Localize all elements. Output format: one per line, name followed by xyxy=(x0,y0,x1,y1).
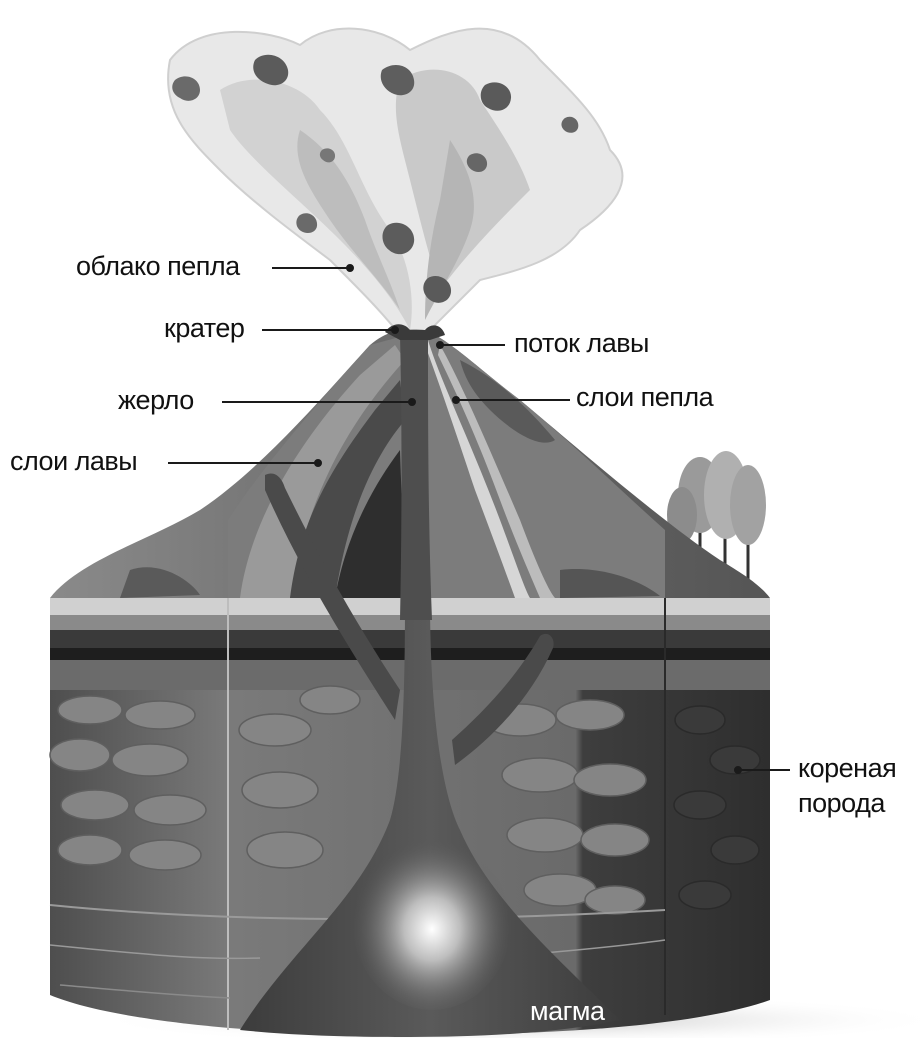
ash-cloud-label: облако пепла xyxy=(76,253,240,280)
magma-label: магма xyxy=(530,998,605,1025)
lava-flow-label: поток лавы xyxy=(514,330,649,357)
crater-label: кратер xyxy=(164,315,244,342)
ash-layers-label: слои пепла xyxy=(576,384,713,411)
lava-layers-label: слои лавы xyxy=(10,448,137,475)
ash-cloud-shape xyxy=(168,29,622,335)
bedrock-label-line2: порода xyxy=(798,790,885,817)
bedrock-label-line1: кореная xyxy=(798,755,896,782)
vent-label: жерло xyxy=(118,387,194,414)
